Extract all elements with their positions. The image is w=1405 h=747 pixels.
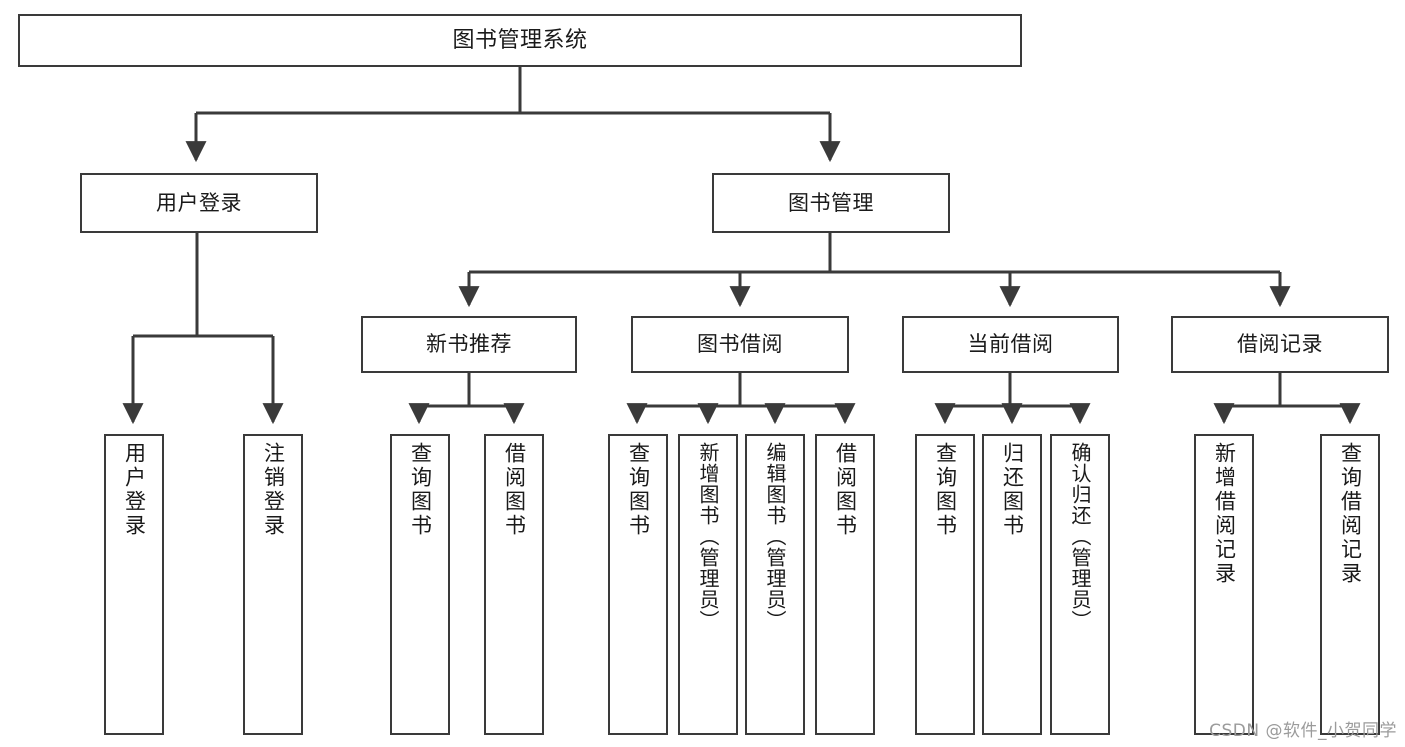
- leaf-add-borrow-record[interactable]: 新增借阅记录: [1194, 434, 1254, 735]
- node-label: 归还图书: [1000, 442, 1025, 538]
- leaf-edit-book-admin[interactable]: 编辑图书（管理员）: [745, 434, 805, 735]
- node-book-borrow[interactable]: 图书借阅: [631, 316, 849, 373]
- node-label: 新增借阅记录: [1212, 442, 1237, 586]
- node-new-book-recommend[interactable]: 新书推荐: [361, 316, 577, 373]
- node-label: 借阅图书: [833, 442, 858, 538]
- node-root-system[interactable]: 图书管理系统: [18, 14, 1022, 67]
- node-user-login[interactable]: 用户登录: [80, 173, 318, 233]
- node-label: 借阅记录: [1237, 332, 1323, 357]
- node-book-management[interactable]: 图书管理: [712, 173, 950, 233]
- node-label: 当前借阅: [967, 332, 1054, 357]
- leaf-query-book-borrow[interactable]: 查询图书: [608, 434, 668, 735]
- node-label: 确认归还（管理员）: [1068, 442, 1092, 631]
- node-label: 用户登录: [122, 442, 147, 538]
- node-label: 查询图书: [933, 442, 958, 538]
- leaf-logout[interactable]: 注销登录: [243, 434, 303, 735]
- node-label: 查询图书: [626, 442, 651, 538]
- leaf-user-login[interactable]: 用户登录: [104, 434, 164, 735]
- leaf-borrow-book[interactable]: 借阅图书: [815, 434, 875, 735]
- node-label: 新增图书（管理员）: [696, 442, 720, 631]
- node-borrow-records[interactable]: 借阅记录: [1171, 316, 1389, 373]
- leaf-return-book[interactable]: 归还图书: [982, 434, 1042, 735]
- leaf-borrow-book-recommend[interactable]: 借阅图书: [484, 434, 544, 735]
- node-label: 图书借阅: [697, 332, 783, 357]
- leaf-add-book-admin[interactable]: 新增图书（管理员）: [678, 434, 738, 735]
- node-label: 查询借阅记录: [1338, 442, 1363, 586]
- node-current-borrow[interactable]: 当前借阅: [902, 316, 1119, 373]
- node-label: 图书管理系统: [452, 27, 588, 53]
- leaf-confirm-return-admin[interactable]: 确认归还（管理员）: [1050, 434, 1110, 735]
- node-label: 借阅图书: [502, 442, 527, 538]
- node-label: 编辑图书（管理员）: [763, 442, 787, 631]
- node-label: 注销登录: [261, 442, 286, 538]
- node-label: 用户登录: [156, 190, 242, 215]
- leaf-query-book-current[interactable]: 查询图书: [915, 434, 975, 735]
- node-label: 查询图书: [408, 442, 433, 538]
- node-label: 图书管理: [788, 190, 874, 215]
- leaf-query-borrow-record[interactable]: 查询借阅记录: [1320, 434, 1380, 735]
- leaf-query-book-recommend[interactable]: 查询图书: [390, 434, 450, 735]
- node-label: 新书推荐: [426, 332, 512, 357]
